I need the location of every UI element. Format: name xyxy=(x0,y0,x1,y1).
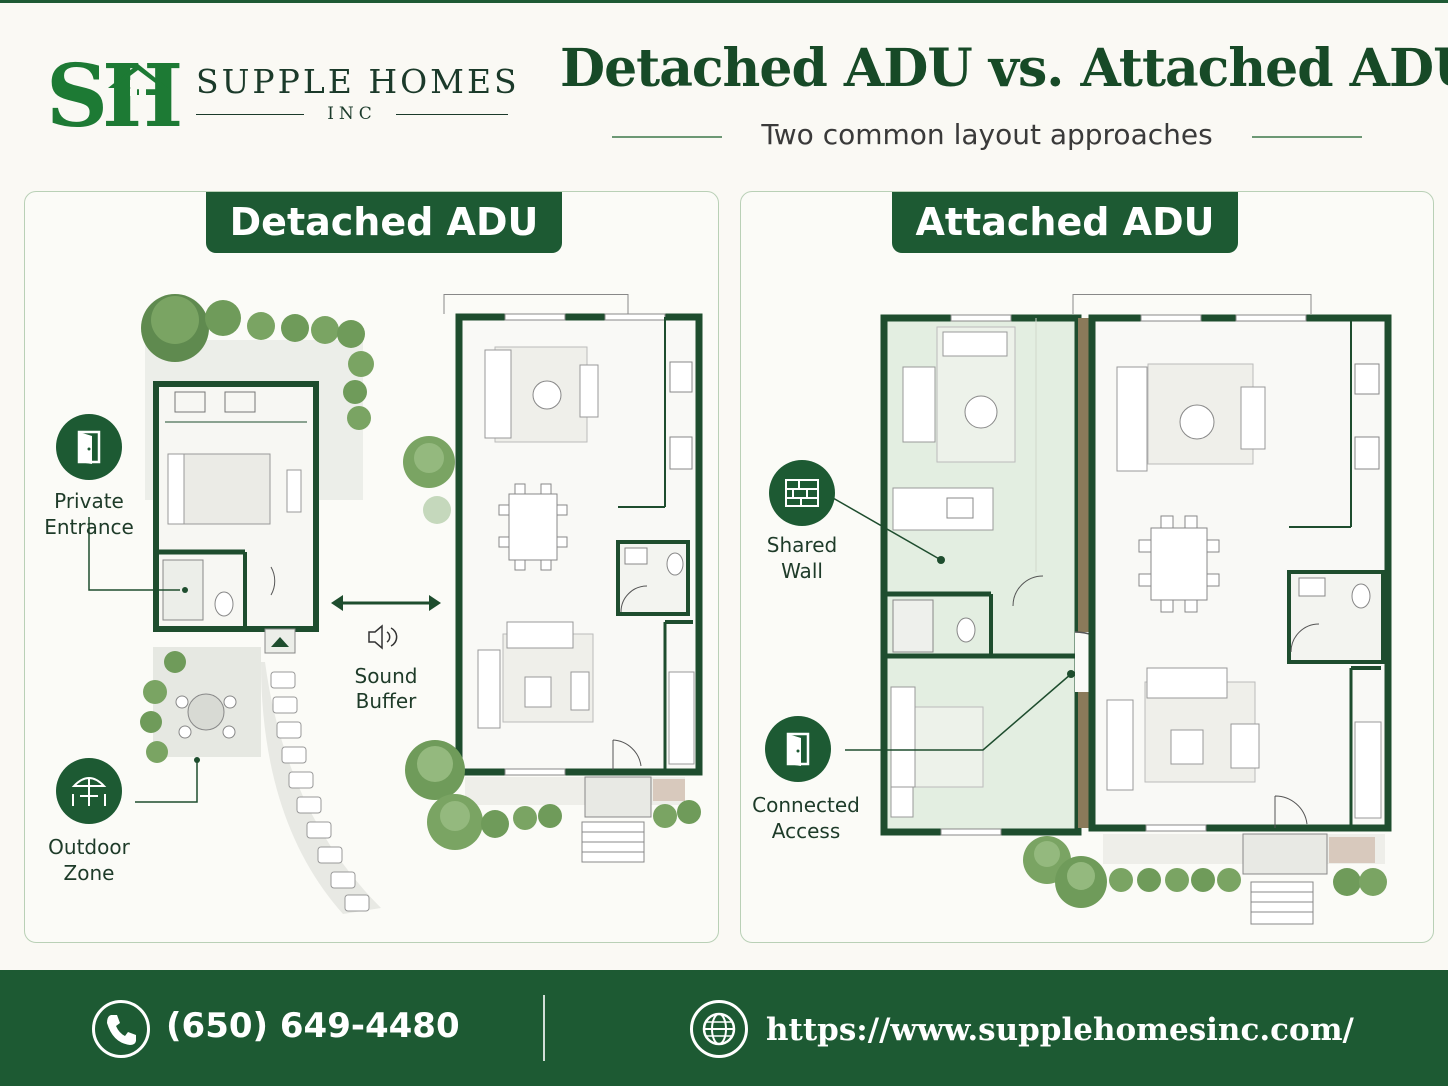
footer-divider xyxy=(543,995,545,1061)
door-icon xyxy=(77,430,101,464)
page-title: Detached ADU vs. Attached ADU xyxy=(560,38,1448,99)
phone-badge[interactable] xyxy=(92,1000,150,1058)
company-logo[interactable]: S H SUPPLE HOMES INC xyxy=(46,50,517,140)
front-steps xyxy=(1250,881,1314,925)
footer-bar: (650) 649-4480 https://www.supplehomesin… xyxy=(0,970,1448,1086)
phone-icon xyxy=(107,1015,136,1045)
logo-rule-right xyxy=(396,114,508,115)
tree-cluster-top xyxy=(141,294,374,430)
brand-suffix: INC xyxy=(327,104,377,124)
attached-title: Attached ADU xyxy=(892,192,1238,253)
adu-kitchen-island xyxy=(892,487,994,531)
double-arrow-icon xyxy=(331,595,441,611)
patio-umbrella-icon xyxy=(71,777,107,806)
outdoor-zone-badge xyxy=(56,758,122,824)
tree-mid xyxy=(403,436,455,524)
front-steps xyxy=(581,821,645,863)
outdoor-leader-line xyxy=(135,760,198,803)
dining-table xyxy=(1150,527,1208,601)
detached-panel: Detached ADU xyxy=(24,191,719,943)
top-border xyxy=(0,0,1448,3)
brand-name: SUPPLE HOMES xyxy=(196,62,520,101)
tree-cluster-bottom xyxy=(1023,836,1387,908)
attached-panel: Attached ADU xyxy=(740,191,1434,943)
private-entrance-badge xyxy=(56,414,122,480)
logo-rule-left xyxy=(196,114,304,115)
page-subtitle: Two common layout approaches xyxy=(743,118,1231,151)
svg-text:S: S xyxy=(46,50,108,134)
brick-wall-icon xyxy=(785,479,819,507)
detached-plan-drawing xyxy=(88,294,703,914)
tree-cluster-bottom xyxy=(405,740,701,850)
attached-plan-drawing xyxy=(832,294,1392,925)
subtitle-rule-right xyxy=(1252,136,1362,138)
shrubs-left xyxy=(140,651,186,763)
entrance-leader-line xyxy=(88,517,180,591)
sh-monogram-icon: S H xyxy=(46,50,183,134)
stepping-stone-path xyxy=(261,662,381,914)
subtitle-block: Two common layout approaches xyxy=(612,118,1362,154)
website-badge[interactable] xyxy=(690,1000,748,1058)
detached-title: Detached ADU xyxy=(206,192,562,253)
door-icon xyxy=(786,732,810,766)
living-rug xyxy=(1147,363,1254,465)
shared-wall-badge xyxy=(769,460,835,526)
website-url[interactable]: https://www.supplehomesinc.com/ xyxy=(766,1012,1354,1048)
phone-number[interactable]: (650) 649-4480 xyxy=(166,1006,460,1046)
globe-icon xyxy=(702,1012,736,1046)
subtitle-rule-left xyxy=(612,136,722,138)
adu-bed xyxy=(179,453,271,525)
dining-table xyxy=(508,493,558,561)
adu-shower xyxy=(892,599,934,653)
speaker-icon xyxy=(368,624,398,650)
connected-access-badge xyxy=(765,716,831,782)
shared-wall-leader-line xyxy=(832,497,942,561)
connected-access-leader-line xyxy=(845,673,1072,751)
